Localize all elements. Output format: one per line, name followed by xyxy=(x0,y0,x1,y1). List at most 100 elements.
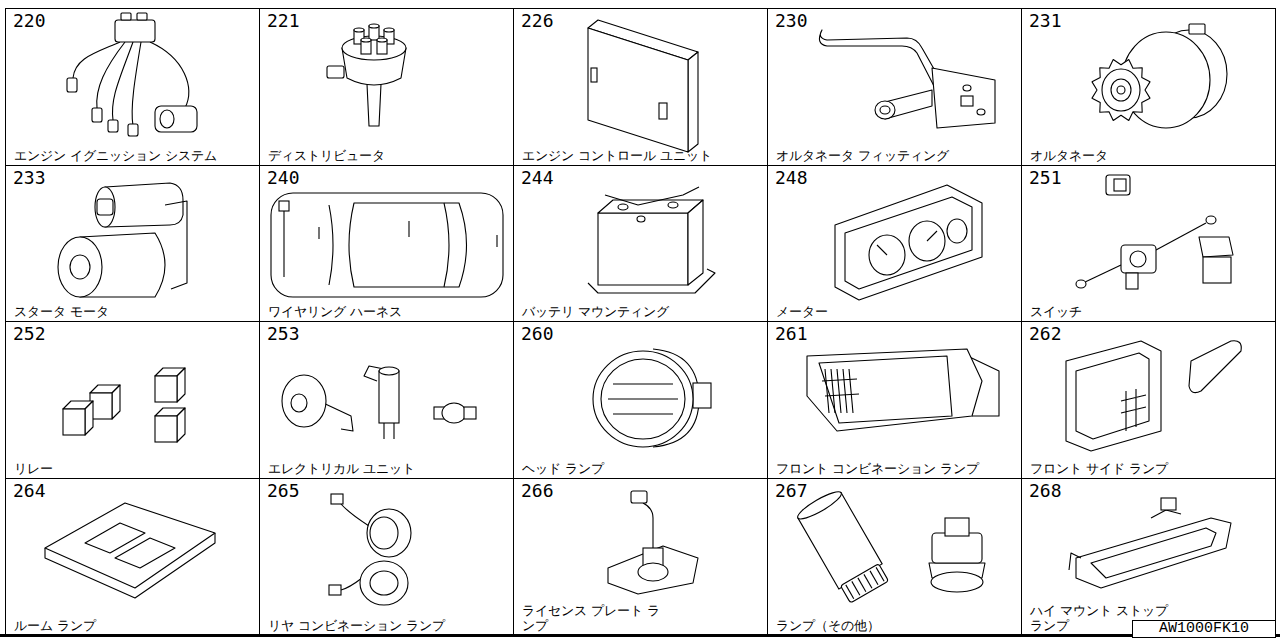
drawing-ellipse xyxy=(1076,280,1086,288)
part-cell: 220 エンジン イグニッション システム xyxy=(5,8,260,166)
drawing-line xyxy=(688,200,703,285)
drawing-line xyxy=(835,185,982,300)
drawing-ellipse xyxy=(367,509,411,557)
part-cell: 248メーター xyxy=(767,165,1022,322)
part-illustration xyxy=(63,368,185,442)
part-illustration xyxy=(588,187,715,293)
part-cell: 240ワイヤリング ハーネス xyxy=(259,165,514,322)
part-cell: 231オルタネータ xyxy=(1021,8,1276,166)
drawing-rect xyxy=(961,96,973,106)
drawing-line xyxy=(329,205,333,285)
part-illustration xyxy=(58,183,187,297)
drawing-line xyxy=(1189,341,1241,393)
drawing-line xyxy=(1121,389,1146,431)
drawing-line xyxy=(1091,528,1216,578)
drawing-line xyxy=(822,379,859,396)
part-cell: 265リヤ コンビネーション ランプ xyxy=(259,478,514,636)
drawing-ellipse xyxy=(931,572,983,592)
drawing-ellipse xyxy=(977,109,985,115)
drawing-ellipse xyxy=(601,359,685,439)
drawing-rect xyxy=(279,201,289,211)
drawing-rect xyxy=(63,409,85,435)
part-illustration xyxy=(329,494,411,605)
part-illustration xyxy=(1069,498,1231,588)
part-cell: 261 フロント コンビネーション ランプ xyxy=(767,321,1022,479)
part-illustration xyxy=(271,193,503,297)
drawing-line xyxy=(819,356,952,423)
drawing-rect xyxy=(840,564,888,603)
drawing-rect xyxy=(1121,245,1156,273)
part-name: フロント サイド ランプ xyxy=(1022,461,1275,478)
drawing-ellipse xyxy=(95,187,115,227)
drawing-ellipse xyxy=(384,28,394,32)
drawing-line xyxy=(605,187,699,205)
drawing-line xyxy=(807,349,982,431)
callout-number: 252 xyxy=(6,322,46,344)
drawing-ellipse xyxy=(637,216,645,222)
drawing-line xyxy=(837,369,841,413)
drawing-rect xyxy=(108,120,118,132)
part-name: メーター xyxy=(768,304,1021,321)
drawing-ellipse xyxy=(909,221,945,261)
drawing-rect xyxy=(1106,175,1130,195)
drawing-rect xyxy=(155,106,197,132)
part-illustration xyxy=(1076,175,1233,289)
drawing-ellipse xyxy=(70,255,90,279)
drawing-line xyxy=(843,369,847,413)
drawing-ellipse xyxy=(160,110,174,128)
callout-number: 266 xyxy=(514,479,554,501)
drawing-line xyxy=(1092,60,1150,121)
part-illustration xyxy=(1066,341,1241,451)
part-name: エンジン イグニッション システム xyxy=(6,148,259,165)
part-illustration xyxy=(593,349,711,447)
drawing-ellipse xyxy=(668,202,678,208)
part-cell: 251スイッチ xyxy=(1021,165,1276,322)
part-illustration xyxy=(835,185,982,300)
drawing-line xyxy=(876,567,884,581)
drawing-line xyxy=(858,578,866,592)
drawing-ellipse xyxy=(354,28,364,32)
part-name: エンジン コントロール ユニット xyxy=(514,148,767,165)
callout-number: 267 xyxy=(768,479,808,501)
callout-number: 233 xyxy=(6,166,46,188)
part-name: スタータ モータ xyxy=(6,304,259,321)
part-name: ルーム ランプ xyxy=(6,618,259,635)
part-name: リヤ コンビネーション ランプ xyxy=(260,618,513,635)
callout-number: 268 xyxy=(1022,479,1062,501)
drawing-line xyxy=(150,42,189,108)
part-illustration xyxy=(588,20,698,152)
callout-number: 261 xyxy=(768,322,808,344)
drawing-line xyxy=(105,183,183,227)
callout-number: 220 xyxy=(6,9,46,31)
drawing-rect xyxy=(137,13,147,20)
part-illustration xyxy=(795,488,985,605)
drawing-ellipse xyxy=(379,367,399,375)
drawing-line xyxy=(132,42,141,126)
part-illustration xyxy=(807,349,999,431)
drawing-line xyxy=(349,203,467,287)
part-name: ヘッド ランプ xyxy=(514,461,767,478)
part-cell: 262 フロント サイド ランプ xyxy=(1021,321,1276,479)
drawing-ellipse xyxy=(370,517,398,549)
drawing-line xyxy=(1083,265,1121,283)
drawing-rect xyxy=(631,491,647,503)
drawing-line xyxy=(1066,341,1161,451)
callout-number: 262 xyxy=(1022,322,1062,344)
drawing-line xyxy=(1151,510,1181,518)
drawing-line xyxy=(85,401,93,435)
drawing-rect xyxy=(1161,498,1176,510)
drawing-line xyxy=(819,30,942,88)
drawing-ellipse xyxy=(869,235,905,275)
drawing-line xyxy=(177,408,185,442)
drawing-line xyxy=(283,211,284,277)
drawing-ellipse xyxy=(377,38,387,42)
drawing-line xyxy=(643,503,653,548)
part-name: フロント コンビネーション ランプ xyxy=(768,461,1021,478)
part-cell: 268ハイ マウント ストップ ランプ xyxy=(1021,478,1276,636)
drawing-line xyxy=(85,523,145,553)
figure-code: AW1000FK10 xyxy=(1159,621,1249,637)
part-illustration xyxy=(67,13,197,136)
drawing-rect xyxy=(128,124,138,136)
drawing-ellipse xyxy=(370,571,398,595)
